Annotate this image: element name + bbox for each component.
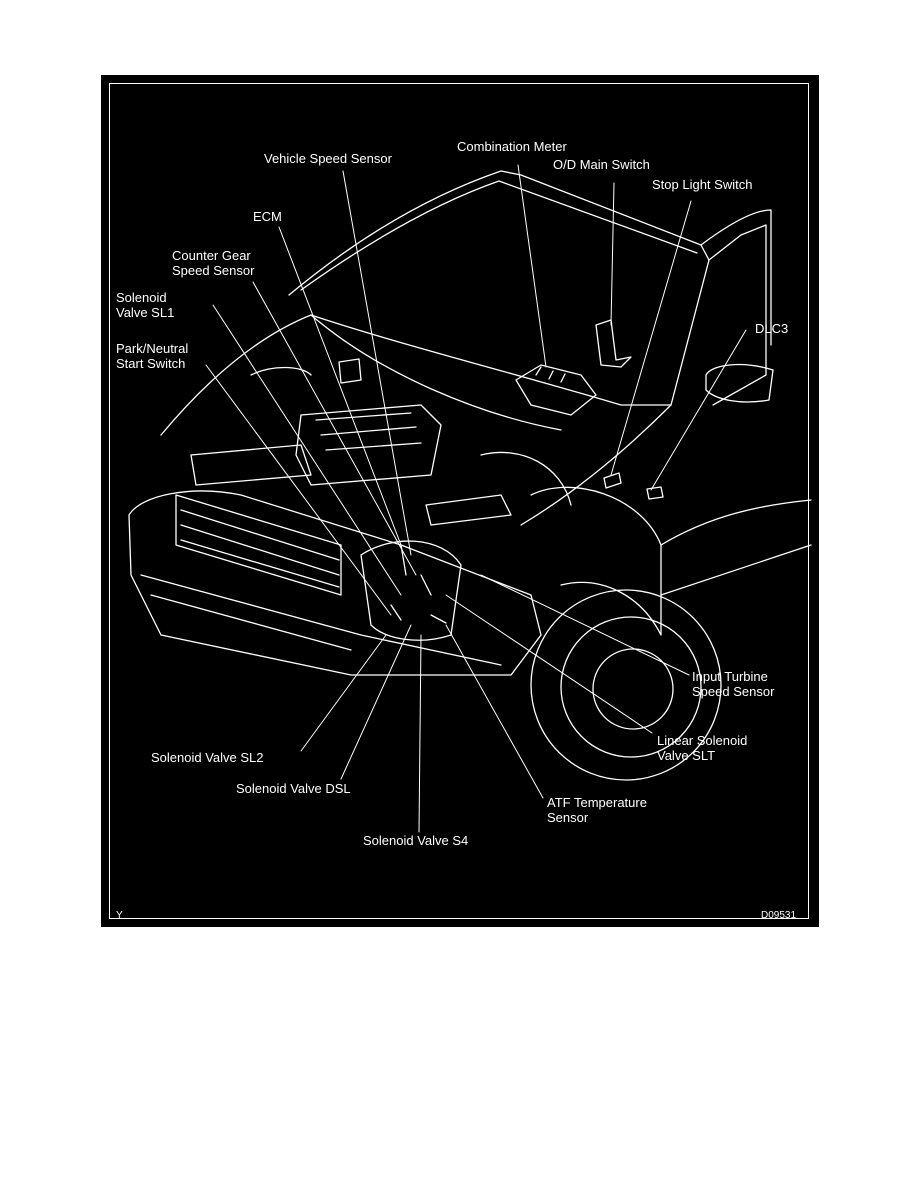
label-vehicle-speed-sensor: Vehicle Speed Sensor	[264, 151, 392, 166]
shift-lever	[595, 319, 632, 368]
meter-detail	[535, 366, 566, 383]
label-solenoid-sl1-line2: Valve SL1	[116, 305, 175, 320]
a-pillar-right	[700, 209, 772, 346]
stop-light-switch-part	[603, 472, 622, 489]
label-atf-temperature-line2: Sensor	[547, 810, 589, 825]
label-counter-gear-line2: Speed Sensor	[172, 263, 255, 278]
wheel-outer	[530, 589, 722, 781]
label-atf-temperature-line1: ATF Temperature	[547, 795, 647, 810]
label-dlc3: DLC3	[755, 321, 789, 336]
leader-lines	[205, 164, 747, 833]
door-line	[708, 224, 767, 406]
engine-detail	[315, 412, 422, 451]
hood-outline	[160, 314, 672, 526]
air-intake	[425, 494, 512, 526]
label-combination-meter: Combination Meter	[457, 139, 567, 154]
bumper	[140, 574, 502, 666]
misc-lines	[250, 366, 572, 506]
combination-meter-body	[515, 364, 597, 416]
label-counter-gear-line1: Counter Gear	[172, 248, 251, 263]
diagram-frame	[109, 83, 809, 919]
wheel-hub	[592, 648, 674, 730]
fender	[530, 486, 662, 636]
grille	[175, 494, 342, 596]
windshield-outline	[288, 170, 710, 406]
dlc3-part	[646, 486, 664, 500]
vehicle-illustration	[128, 164, 812, 833]
label-input-turbine-line2: Speed Sensor	[692, 684, 775, 699]
label-solenoid-dsl: Solenoid Valve DSL	[236, 781, 351, 796]
label-solenoid-s4: Solenoid Valve S4	[363, 833, 469, 848]
label-stop-light-switch: Stop Light Switch	[652, 177, 753, 192]
label-od-main-switch: O/D Main Switch	[553, 157, 650, 172]
side-body	[660, 499, 812, 596]
label-solenoid-sl1-line1: Solenoid	[116, 290, 167, 305]
headlight	[190, 444, 312, 486]
label-linear-solenoid-line2: Valve SLT	[657, 748, 716, 763]
label-ecm: ECM	[253, 209, 282, 224]
windshield-inner	[300, 180, 698, 291]
component-location-diagram: Vehicle Speed Sensor Combination Meter O…	[101, 75, 819, 927]
front-face	[128, 490, 542, 676]
label-input-turbine-line1: Input Turbine	[692, 669, 768, 684]
mirror	[705, 363, 774, 403]
transmission	[360, 540, 462, 641]
label-solenoid-sl2: Solenoid Valve SL2	[151, 750, 264, 765]
hood-crease	[310, 314, 562, 431]
label-park-neutral-line2: Start Switch	[116, 356, 186, 371]
engine-top	[295, 404, 442, 486]
corner-code-left: Y	[116, 910, 123, 921]
label-linear-solenoid-line1: Linear Solenoid	[657, 733, 748, 748]
ecm-box	[338, 358, 362, 384]
label-park-neutral-line1: Park/Neutral	[116, 341, 189, 356]
grille-bars	[180, 509, 340, 588]
trans-details	[390, 544, 447, 624]
figure-code: D09531	[761, 910, 797, 921]
wheel-inner	[560, 616, 702, 758]
